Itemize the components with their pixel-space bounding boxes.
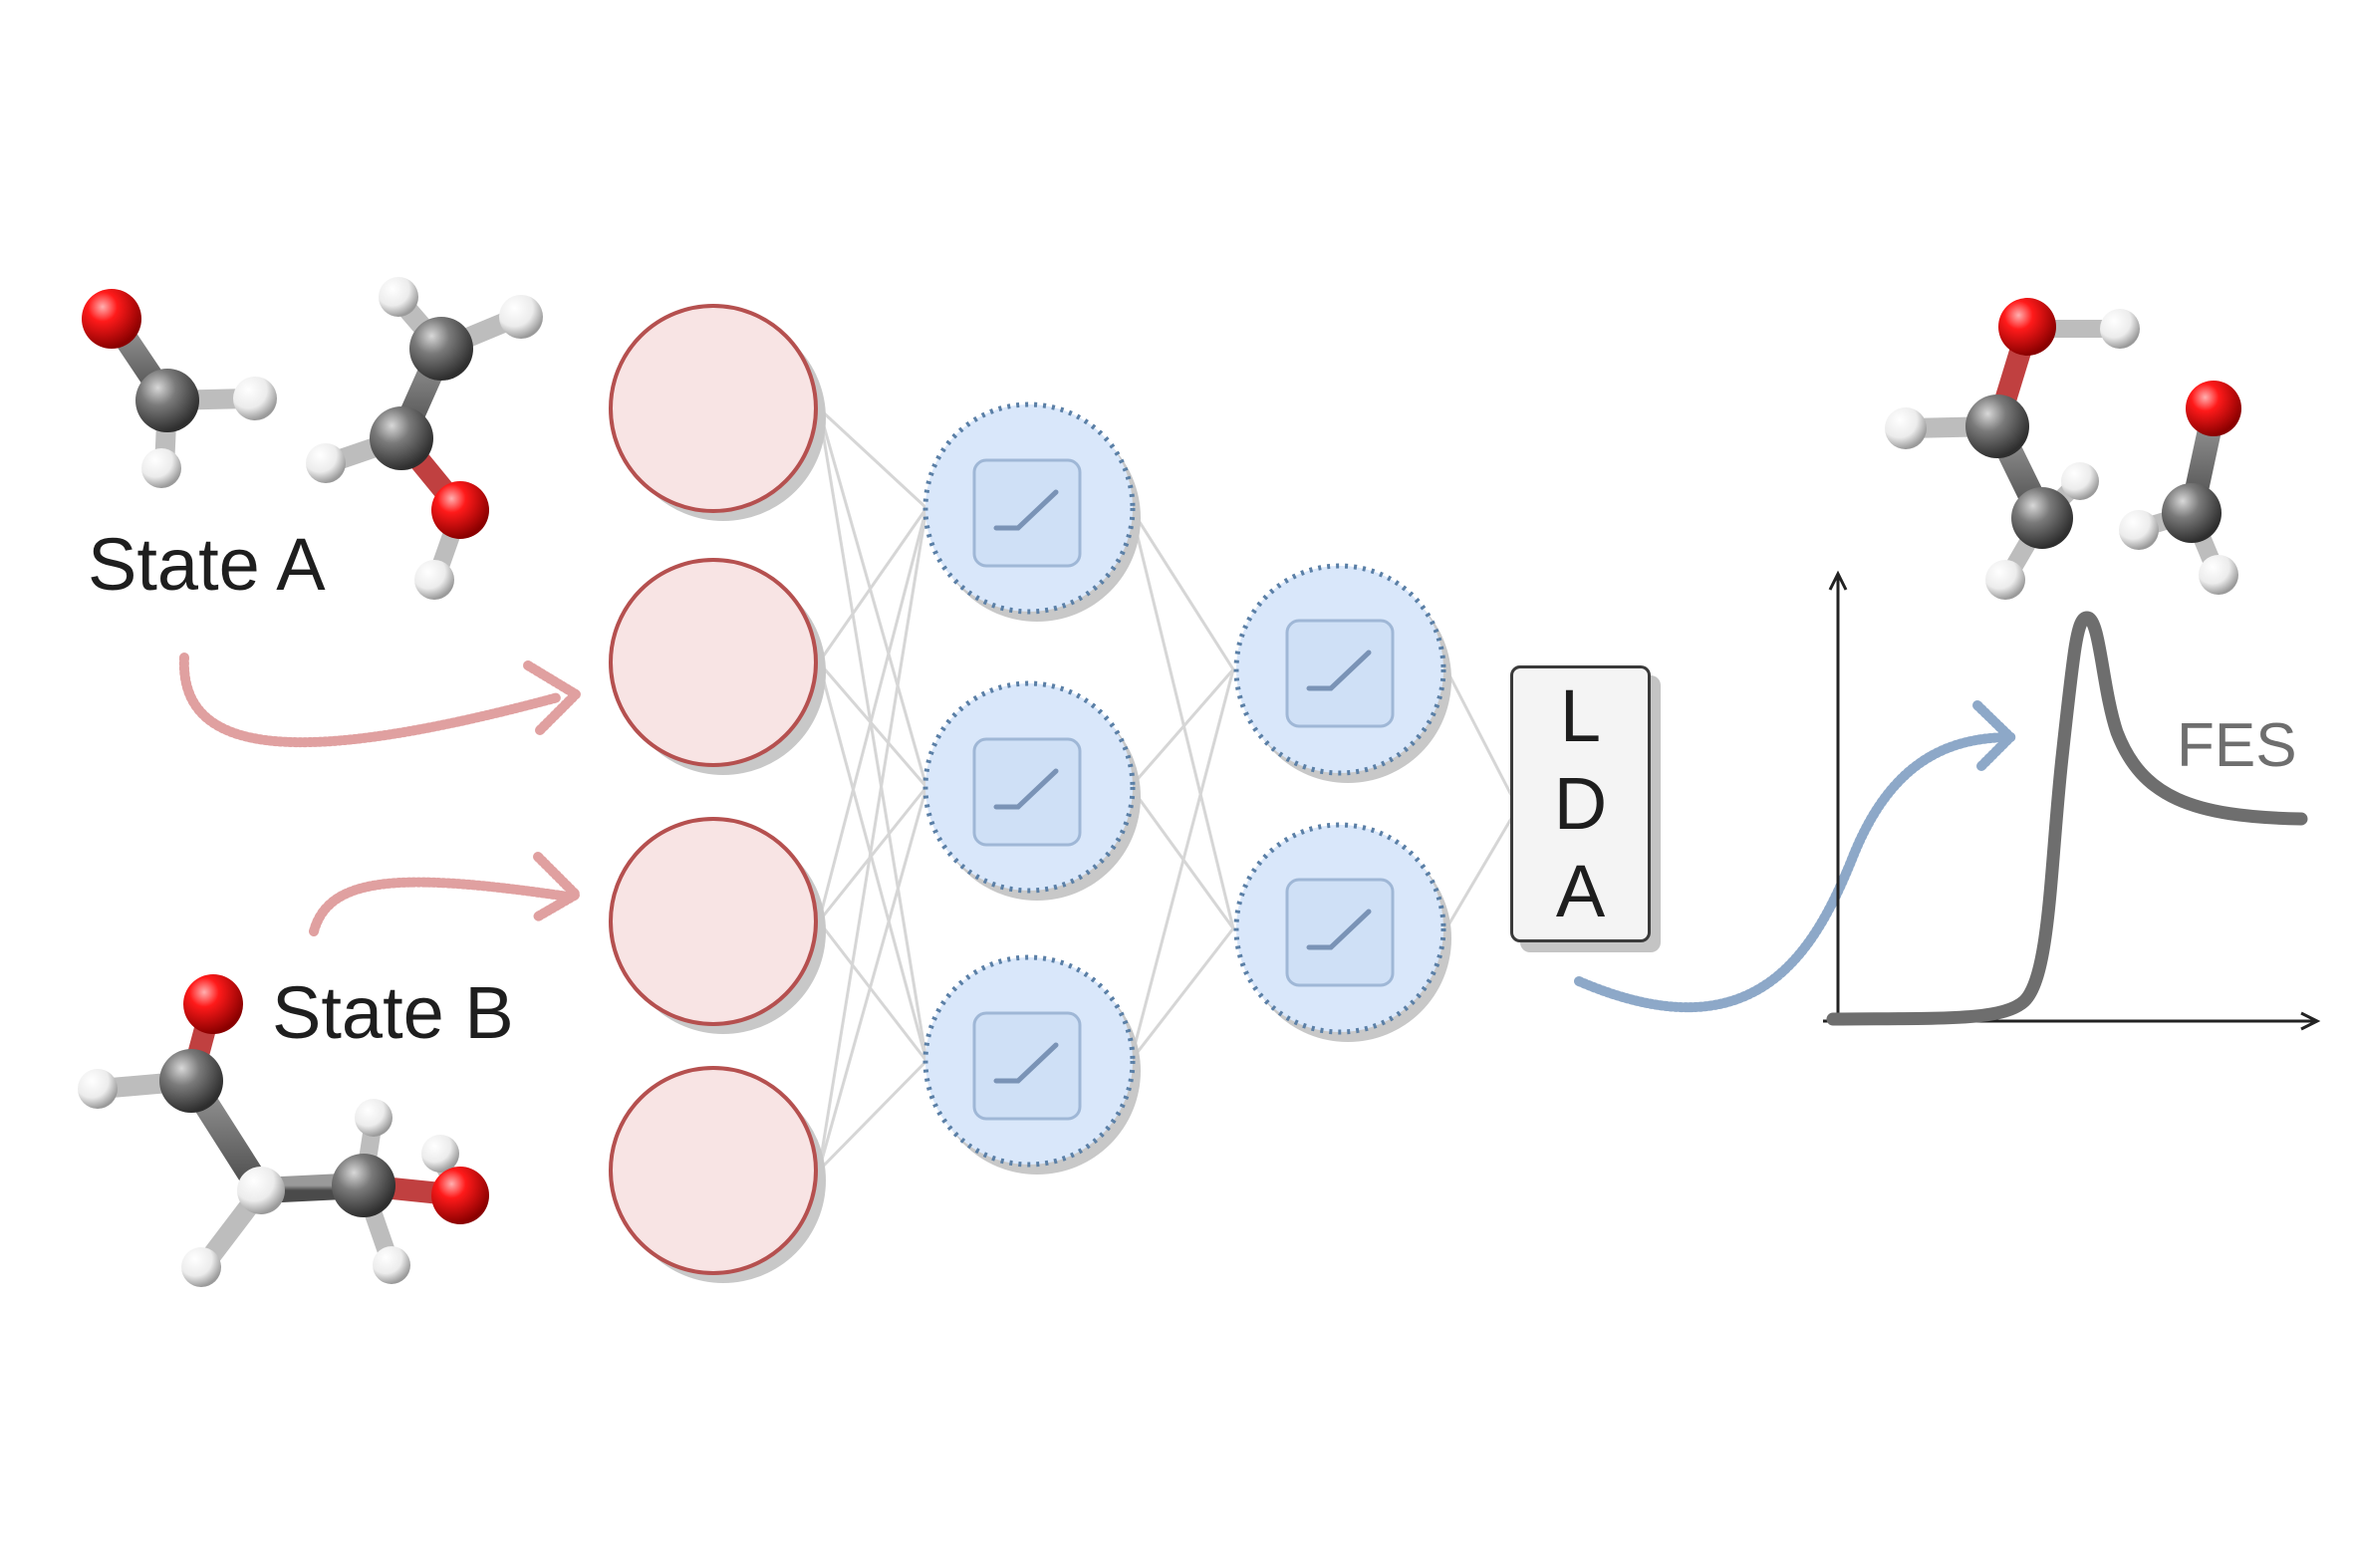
state-b-label: State B — [272, 971, 514, 1054]
activation-icon — [1285, 619, 1395, 728]
carbon-atom — [370, 406, 433, 470]
carbon-atom — [332, 1154, 395, 1217]
molecule-state-a-1 — [82, 289, 277, 488]
hydrogen-atom — [421, 1135, 459, 1173]
hydrogen-atom — [379, 277, 418, 317]
molecule-state-b — [78, 974, 489, 1287]
molecule-product-1 — [1885, 298, 2140, 600]
lda-box: L D A — [1510, 665, 1651, 942]
lda-letter: A — [1555, 850, 1606, 932]
lda-letter: D — [1553, 762, 1608, 845]
activation-icon — [972, 1011, 1082, 1121]
carbon-atom — [2011, 487, 2073, 549]
hydrogen-atom — [499, 295, 543, 339]
carbon-atom — [2162, 483, 2222, 543]
molecule-product-2 — [2119, 381, 2241, 595]
hidden-node — [1233, 822, 1451, 1042]
arrow-state-a — [178, 653, 581, 748]
hydrogen-atom — [233, 377, 277, 420]
input-node — [609, 304, 826, 521]
fes-plot — [1823, 570, 2321, 1031]
hydrogen-atom — [355, 1099, 392, 1137]
hydrogen-atom — [1985, 560, 2025, 600]
input-node — [609, 558, 826, 775]
fes-label: FES — [2177, 711, 2297, 780]
hidden-node — [922, 680, 1141, 901]
fes-curve — [1826, 611, 2308, 1026]
hidden-node — [1233, 563, 1451, 783]
input-node — [609, 817, 826, 1034]
carbon-atom — [135, 369, 199, 432]
oxygen-atom — [183, 974, 243, 1034]
oxygen-atom — [1998, 298, 2056, 356]
activation-icon — [972, 458, 1082, 568]
hydrogen-atom — [2199, 555, 2238, 595]
activation-icon — [1285, 878, 1395, 987]
molecule-state-a-2 — [306, 277, 543, 600]
oxygen-atom — [82, 289, 141, 349]
carbon-atom — [409, 317, 473, 381]
hidden-node — [922, 401, 1141, 622]
hydrogen-atom — [1885, 407, 1927, 449]
hydrogen-atom — [2100, 309, 2140, 349]
input-node — [609, 1066, 826, 1283]
hidden-layer-2 — [1233, 563, 1451, 1042]
carbon-atom — [159, 1049, 223, 1113]
hydrogen-atom — [414, 560, 454, 600]
input-layer — [609, 304, 826, 1283]
lda-letter: L — [1559, 674, 1602, 757]
hydrogen-atom — [181, 1247, 221, 1287]
hydrogen-atom — [373, 1246, 410, 1284]
hydrogen-atom — [2119, 510, 2159, 550]
x-axis-arrowhead — [2300, 1011, 2321, 1031]
hydrogen-atom — [306, 443, 346, 483]
hydrogen-atom — [2061, 462, 2099, 500]
y-axis-arrowhead — [1828, 570, 1848, 591]
oxygen-atom — [431, 1167, 489, 1224]
arrow-state-b — [309, 852, 581, 936]
activation-icon — [972, 737, 1082, 847]
hydrogen-atom — [78, 1069, 118, 1109]
network-connections — [817, 406, 1514, 1173]
hidden-node — [922, 954, 1141, 1175]
hidden-layer-1 — [922, 401, 1141, 1175]
hydrogen-atom — [237, 1167, 285, 1214]
carbon-atom — [1965, 394, 2029, 458]
oxygen-atom — [2186, 381, 2241, 436]
arrow-lda-to-fes — [1574, 700, 2017, 1013]
oxygen-atom — [431, 481, 489, 539]
hydrogen-atom — [141, 448, 181, 488]
state-a-label: State A — [88, 523, 326, 606]
